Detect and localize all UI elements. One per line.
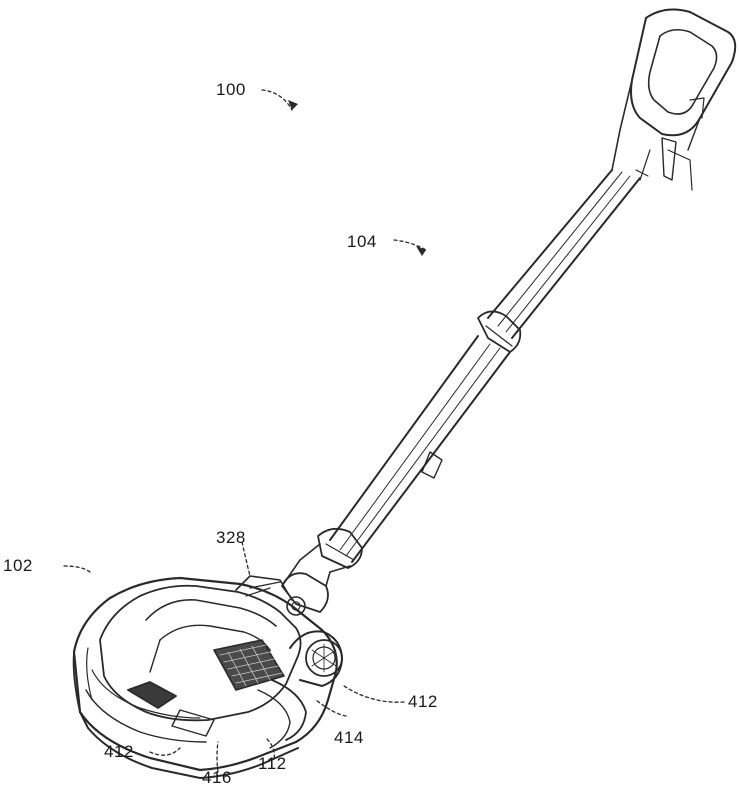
label-left-wheel: 412 xyxy=(104,742,134,761)
neck-joint xyxy=(249,559,331,616)
label-cleaner-head: 102 xyxy=(3,556,33,575)
label-side-panel: 414 xyxy=(334,728,364,747)
handle-grip xyxy=(611,8,737,191)
arrowheads xyxy=(288,100,426,256)
leader-lines xyxy=(63,89,427,773)
label-right-wheel: 412 xyxy=(408,692,438,711)
label-housing: 112 xyxy=(258,754,287,773)
label-front-edge: 416 xyxy=(202,768,232,787)
label-handle: 104 xyxy=(347,232,377,251)
wand-tube xyxy=(299,169,641,573)
label-vacuum: 100 xyxy=(216,80,246,99)
label-neck-joint: 328 xyxy=(216,528,246,547)
cleaner-head xyxy=(72,575,343,779)
